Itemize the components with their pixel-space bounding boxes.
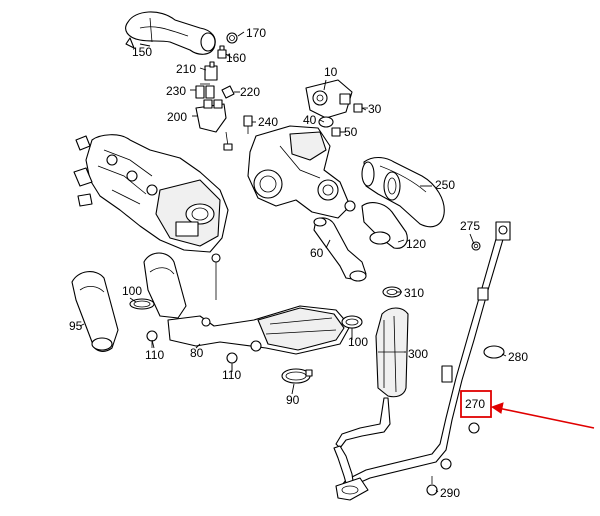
- callout-160: 160: [226, 51, 246, 65]
- part-200-bracket: [195, 99, 233, 151]
- callout-200: 200: [167, 110, 187, 124]
- part-95-hose: [71, 271, 119, 352]
- highlight-arrow: [490, 402, 595, 429]
- callout-100-left: 100: [122, 284, 142, 298]
- part-110-bolt-left: [146, 330, 158, 348]
- part-300-heat-shield: [375, 307, 409, 398]
- part-engine-manifold-assembly: [73, 134, 229, 300]
- part-90-clamp: [281, 368, 313, 384]
- part-150-pipe: [125, 11, 216, 55]
- callout-230: 230: [166, 84, 186, 98]
- callout-40: 40: [303, 113, 317, 127]
- callout-80: 80: [190, 346, 204, 360]
- callout-50: 50: [344, 125, 358, 139]
- callout-100-mid: 100: [348, 335, 368, 349]
- part-230-clip: [195, 83, 215, 99]
- callout-110-left: 110: [145, 348, 164, 362]
- callout-310: 310: [404, 286, 424, 300]
- part-240-bolt: [243, 115, 253, 134]
- part-220-clip: [221, 85, 235, 99]
- part-275-washer: [471, 241, 481, 251]
- part-290-bolt: [426, 476, 438, 496]
- part-210-bracket: [204, 61, 218, 81]
- part-120-elbow: [361, 202, 408, 249]
- part-60-pipe: [313, 217, 367, 282]
- callout-90: 90: [286, 393, 300, 407]
- part-turbocharger-assembly: [247, 125, 356, 219]
- callout-60: 60: [310, 246, 324, 260]
- part-80-pipe: [167, 305, 351, 355]
- highlight-box-270: [460, 390, 492, 418]
- leader-lines: [79, 31, 507, 493]
- part-250-clamp: [383, 171, 401, 201]
- callout-220: 220: [240, 85, 260, 99]
- callout-240: 240: [258, 115, 278, 129]
- callout-250: 250: [435, 178, 455, 192]
- part-250-hose: [361, 156, 445, 228]
- callout-290: 290: [440, 486, 460, 500]
- part-280-clamp: [483, 345, 505, 359]
- callout-210: 210: [176, 62, 196, 76]
- part-40-gasket: [318, 116, 334, 128]
- part-170-clamp: [226, 32, 238, 44]
- part-hose-left: [143, 252, 187, 319]
- callout-270: 270: [465, 397, 485, 411]
- callout-275: 275: [460, 219, 480, 233]
- callout-300: 300: [408, 347, 428, 361]
- part-30-bolt: [353, 103, 368, 113]
- callout-280: 280: [508, 350, 528, 364]
- callout-95: 95: [69, 319, 83, 333]
- callout-170: 170: [246, 26, 266, 40]
- callout-10: 10: [324, 65, 338, 79]
- part-10-valve: [305, 79, 353, 119]
- callout-150: 150: [132, 45, 152, 59]
- callout-30: 30: [368, 102, 382, 116]
- callout-120: 120: [406, 237, 426, 251]
- callout-110-mid: 110: [222, 368, 241, 382]
- part-160-bolt: [217, 45, 227, 59]
- part-100-clamp-mid: [341, 315, 363, 329]
